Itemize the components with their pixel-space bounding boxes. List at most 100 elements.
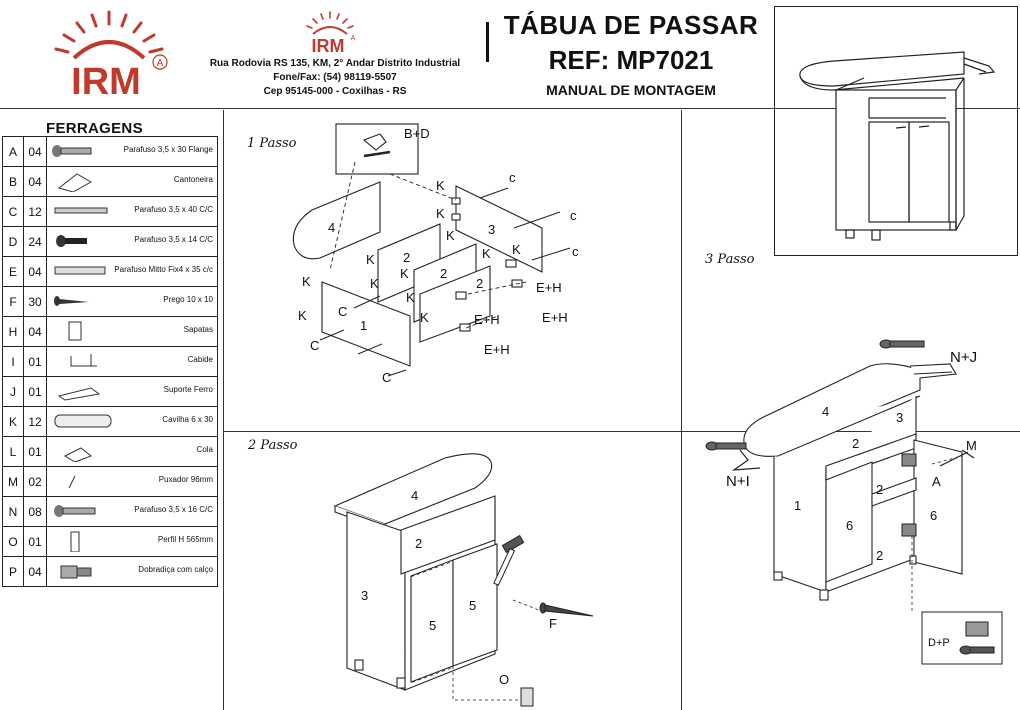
step-row-divider bbox=[223, 431, 1020, 432]
step-3-part-2a: 2 bbox=[852, 436, 859, 451]
hardware-qty: 04 bbox=[23, 166, 47, 197]
mitto-screw-icon bbox=[54, 266, 106, 275]
hardware-qty: 04 bbox=[23, 136, 47, 167]
hanger-icon bbox=[70, 354, 97, 367]
irm-small-logo: IRM A bbox=[306, 11, 356, 56]
hardware-item: Suporte Ferro bbox=[46, 376, 218, 407]
handle-icon bbox=[68, 475, 76, 489]
company-address: Rua Rodovia RS 135, KM, 2° Andar Distrit… bbox=[185, 57, 485, 99]
step-1-part-3: 3 bbox=[488, 222, 495, 237]
glue-icon bbox=[63, 447, 92, 462]
step-3-label: 3 Passo bbox=[705, 252, 755, 267]
hardware-desc: Perfil H 565mm bbox=[157, 535, 213, 544]
hardware-code: B bbox=[2, 166, 24, 197]
hardware-qty: 30 bbox=[23, 286, 47, 317]
step-1-diagram: B+D 4 1 3 2 2 2 K K K K K K K K K K K K … bbox=[292, 123, 579, 385]
hardware-code: L bbox=[2, 436, 24, 467]
step-1-k-12: K bbox=[512, 242, 521, 257]
hardware-desc: Parafuso 3,5 x 30 Flange bbox=[123, 145, 213, 154]
step-1-label-bd: B+D bbox=[404, 126, 430, 141]
hardware-item: Parafuso 3,5 x 16 C/C bbox=[46, 496, 218, 527]
step-2-label-f: F bbox=[549, 616, 557, 631]
step-1-c-1: C bbox=[338, 304, 347, 319]
hardware-code: C bbox=[2, 196, 24, 227]
hardware-item: Parafuso Mitto Fix4 x 35 c/c bbox=[46, 256, 218, 287]
step-3-part-4: 4 bbox=[822, 404, 829, 419]
step-1-k-10: K bbox=[420, 310, 429, 325]
step-1-eh-2: E+H bbox=[542, 310, 568, 325]
step-1-k-6: K bbox=[302, 274, 311, 289]
step-1-part-2b: 2 bbox=[440, 266, 447, 281]
hardware-code: H bbox=[2, 316, 24, 347]
step-2-diagram: 4 2 3 5 5 F O bbox=[333, 453, 594, 707]
step-1-part-1: 1 bbox=[360, 318, 367, 333]
step-3-label-m: M bbox=[966, 438, 977, 453]
hardware-desc: Parafuso 3,5 x 40 C/C bbox=[134, 205, 213, 214]
logo-badge: A bbox=[157, 58, 164, 69]
hardware-code: J bbox=[2, 376, 24, 407]
hardware-code: F bbox=[2, 286, 24, 317]
hardware-desc: Parafuso Mitto Fix4 x 35 c/c bbox=[114, 265, 213, 274]
hardware-qty: 01 bbox=[23, 436, 47, 467]
hammer-icon bbox=[493, 534, 525, 586]
hardware-qty: 04 bbox=[23, 256, 47, 287]
hardware-item: Puxador 96mm bbox=[46, 466, 218, 497]
step-3-part-6a: 6 bbox=[846, 518, 853, 533]
step-2-part-5b: 5 bbox=[469, 598, 476, 613]
hardware-title: FERRAGENS bbox=[46, 120, 143, 137]
step-3-diagram: 4 3 2 2 2 1 6 6 N+J N+I M A D+P bbox=[705, 339, 1003, 665]
step-1-eh-4: E+H bbox=[484, 342, 510, 357]
step-1-c-4: c bbox=[509, 170, 516, 185]
angle-bracket-icon bbox=[57, 173, 93, 192]
address-line-2: Fone/Fax: (54) 98119-5507 bbox=[273, 72, 397, 83]
medium-screw-icon bbox=[54, 505, 96, 517]
hardware-desc: Cola bbox=[196, 445, 213, 454]
hardware-qty: 12 bbox=[23, 406, 47, 437]
hardware-item: Cavilha 6 x 30 bbox=[46, 406, 218, 437]
step-1-eh-3: E+H bbox=[474, 312, 500, 327]
hardware-desc: Cavilha 6 x 30 bbox=[162, 415, 213, 424]
hardware-desc: Parafuso 3,5 x 16 C/C bbox=[134, 505, 213, 514]
dowel-icon bbox=[54, 414, 112, 428]
title-accent-bar bbox=[486, 22, 489, 62]
hardware-desc: Cabide bbox=[187, 355, 213, 364]
product-reference: REF: MP7021 bbox=[548, 45, 714, 75]
hardware-qty: 01 bbox=[23, 376, 47, 407]
step-1-k-11: K bbox=[482, 246, 491, 261]
hardware-code: K bbox=[2, 406, 24, 437]
step-1-c-6: c bbox=[572, 244, 579, 259]
hardware-desc: Cantoneira bbox=[173, 175, 213, 184]
h-profile-o-icon bbox=[520, 687, 534, 707]
hardware-desc: Puxador 96mm bbox=[158, 475, 213, 484]
foot-icon bbox=[68, 321, 82, 341]
step-1-c-2: C bbox=[310, 338, 319, 353]
hardware-qty: 01 bbox=[23, 526, 47, 557]
step-1-part-2a: 2 bbox=[403, 250, 410, 265]
step-1-k-1: K bbox=[436, 178, 445, 193]
hardware-qty: 04 bbox=[23, 556, 47, 587]
hinge-icon bbox=[60, 565, 92, 579]
step-1-k-8: K bbox=[400, 266, 409, 281]
step-3-part-2b: 2 bbox=[876, 482, 883, 497]
hinge-icon bbox=[901, 453, 917, 537]
step-1-eh-1: E+H bbox=[536, 280, 562, 295]
hardware-code: O bbox=[2, 526, 24, 557]
address-line-1: Rua Rodovia RS 135, KM, 2° Andar Distrit… bbox=[209, 58, 461, 69]
small-logo-text: IRM bbox=[312, 36, 345, 56]
nail-icon bbox=[54, 296, 89, 306]
hardware-item: Cabide bbox=[46, 346, 218, 377]
hardware-desc: Prego 10 x 10 bbox=[163, 295, 213, 304]
step-3-label-dp: D+P bbox=[928, 637, 950, 649]
hardware-code: I bbox=[2, 346, 24, 377]
step-2-label-o: O bbox=[499, 672, 509, 687]
step-3-part-2c: 2 bbox=[876, 548, 883, 563]
logo-text: IRM bbox=[71, 61, 141, 103]
step-1-part-4: 4 bbox=[328, 220, 335, 235]
small-logo-badge: A bbox=[351, 35, 356, 42]
